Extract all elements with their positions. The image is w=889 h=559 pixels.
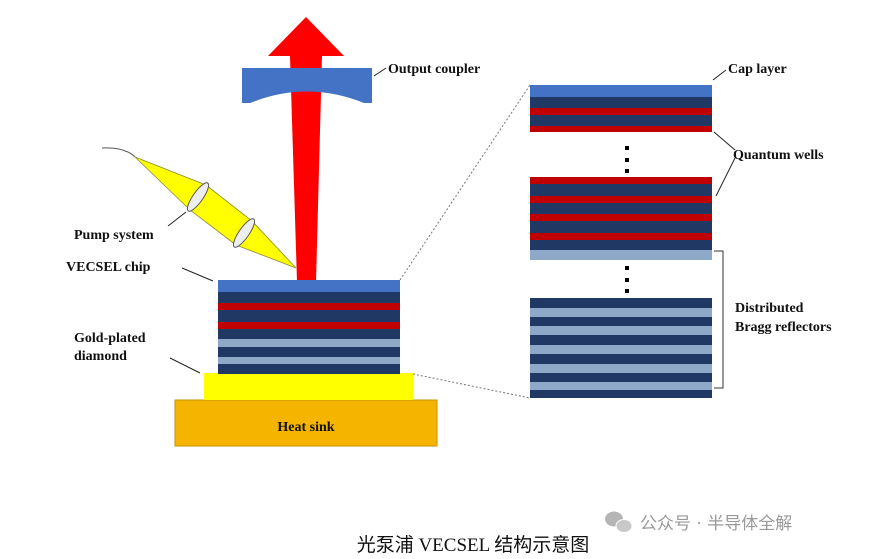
wechat-icon	[605, 511, 633, 533]
output-beam-arrow	[268, 17, 344, 282]
label-quantum-wells: Quantum wells	[733, 148, 824, 163]
gold-plated-diamond	[204, 373, 413, 400]
pump-fiber	[101, 147, 136, 158]
output-coupler	[242, 68, 372, 103]
stack-top	[530, 85, 712, 132]
heat-sink-label: Heat sink	[277, 420, 334, 435]
label-pump-system: Pump system	[74, 228, 154, 243]
pointer-arrows	[167, 67, 736, 374]
vecsel-chip	[218, 280, 400, 374]
pump-lens-2	[232, 218, 256, 248]
zoom-line-bottom	[412, 373, 531, 399]
pump-lens-1	[186, 182, 210, 212]
stack-middle	[530, 177, 712, 260]
ellipsis-dots-1	[625, 146, 629, 173]
dbr-bracket	[714, 250, 724, 389]
label-dbr-2: Bragg reflectors	[735, 320, 832, 335]
figure-caption: 光泵浦 VECSEL 结构示意图	[357, 534, 590, 556]
watermark: 公众号 · 半导体全解	[640, 514, 792, 534]
label-gold-plated: Gold-plated	[74, 331, 146, 346]
label-diamond: diamond	[74, 349, 127, 364]
ellipsis-dots-2	[625, 266, 629, 293]
label-vecsel-chip: VECSEL chip	[66, 260, 151, 275]
label-cap-layer: Cap layer	[728, 62, 787, 77]
label-output-coupler: Output coupler	[388, 62, 480, 77]
label-dbr-1: Distributed	[735, 301, 804, 316]
zoom-line-top	[399, 84, 531, 281]
stack-dbr	[530, 298, 712, 398]
pump-beam	[134, 156, 297, 269]
